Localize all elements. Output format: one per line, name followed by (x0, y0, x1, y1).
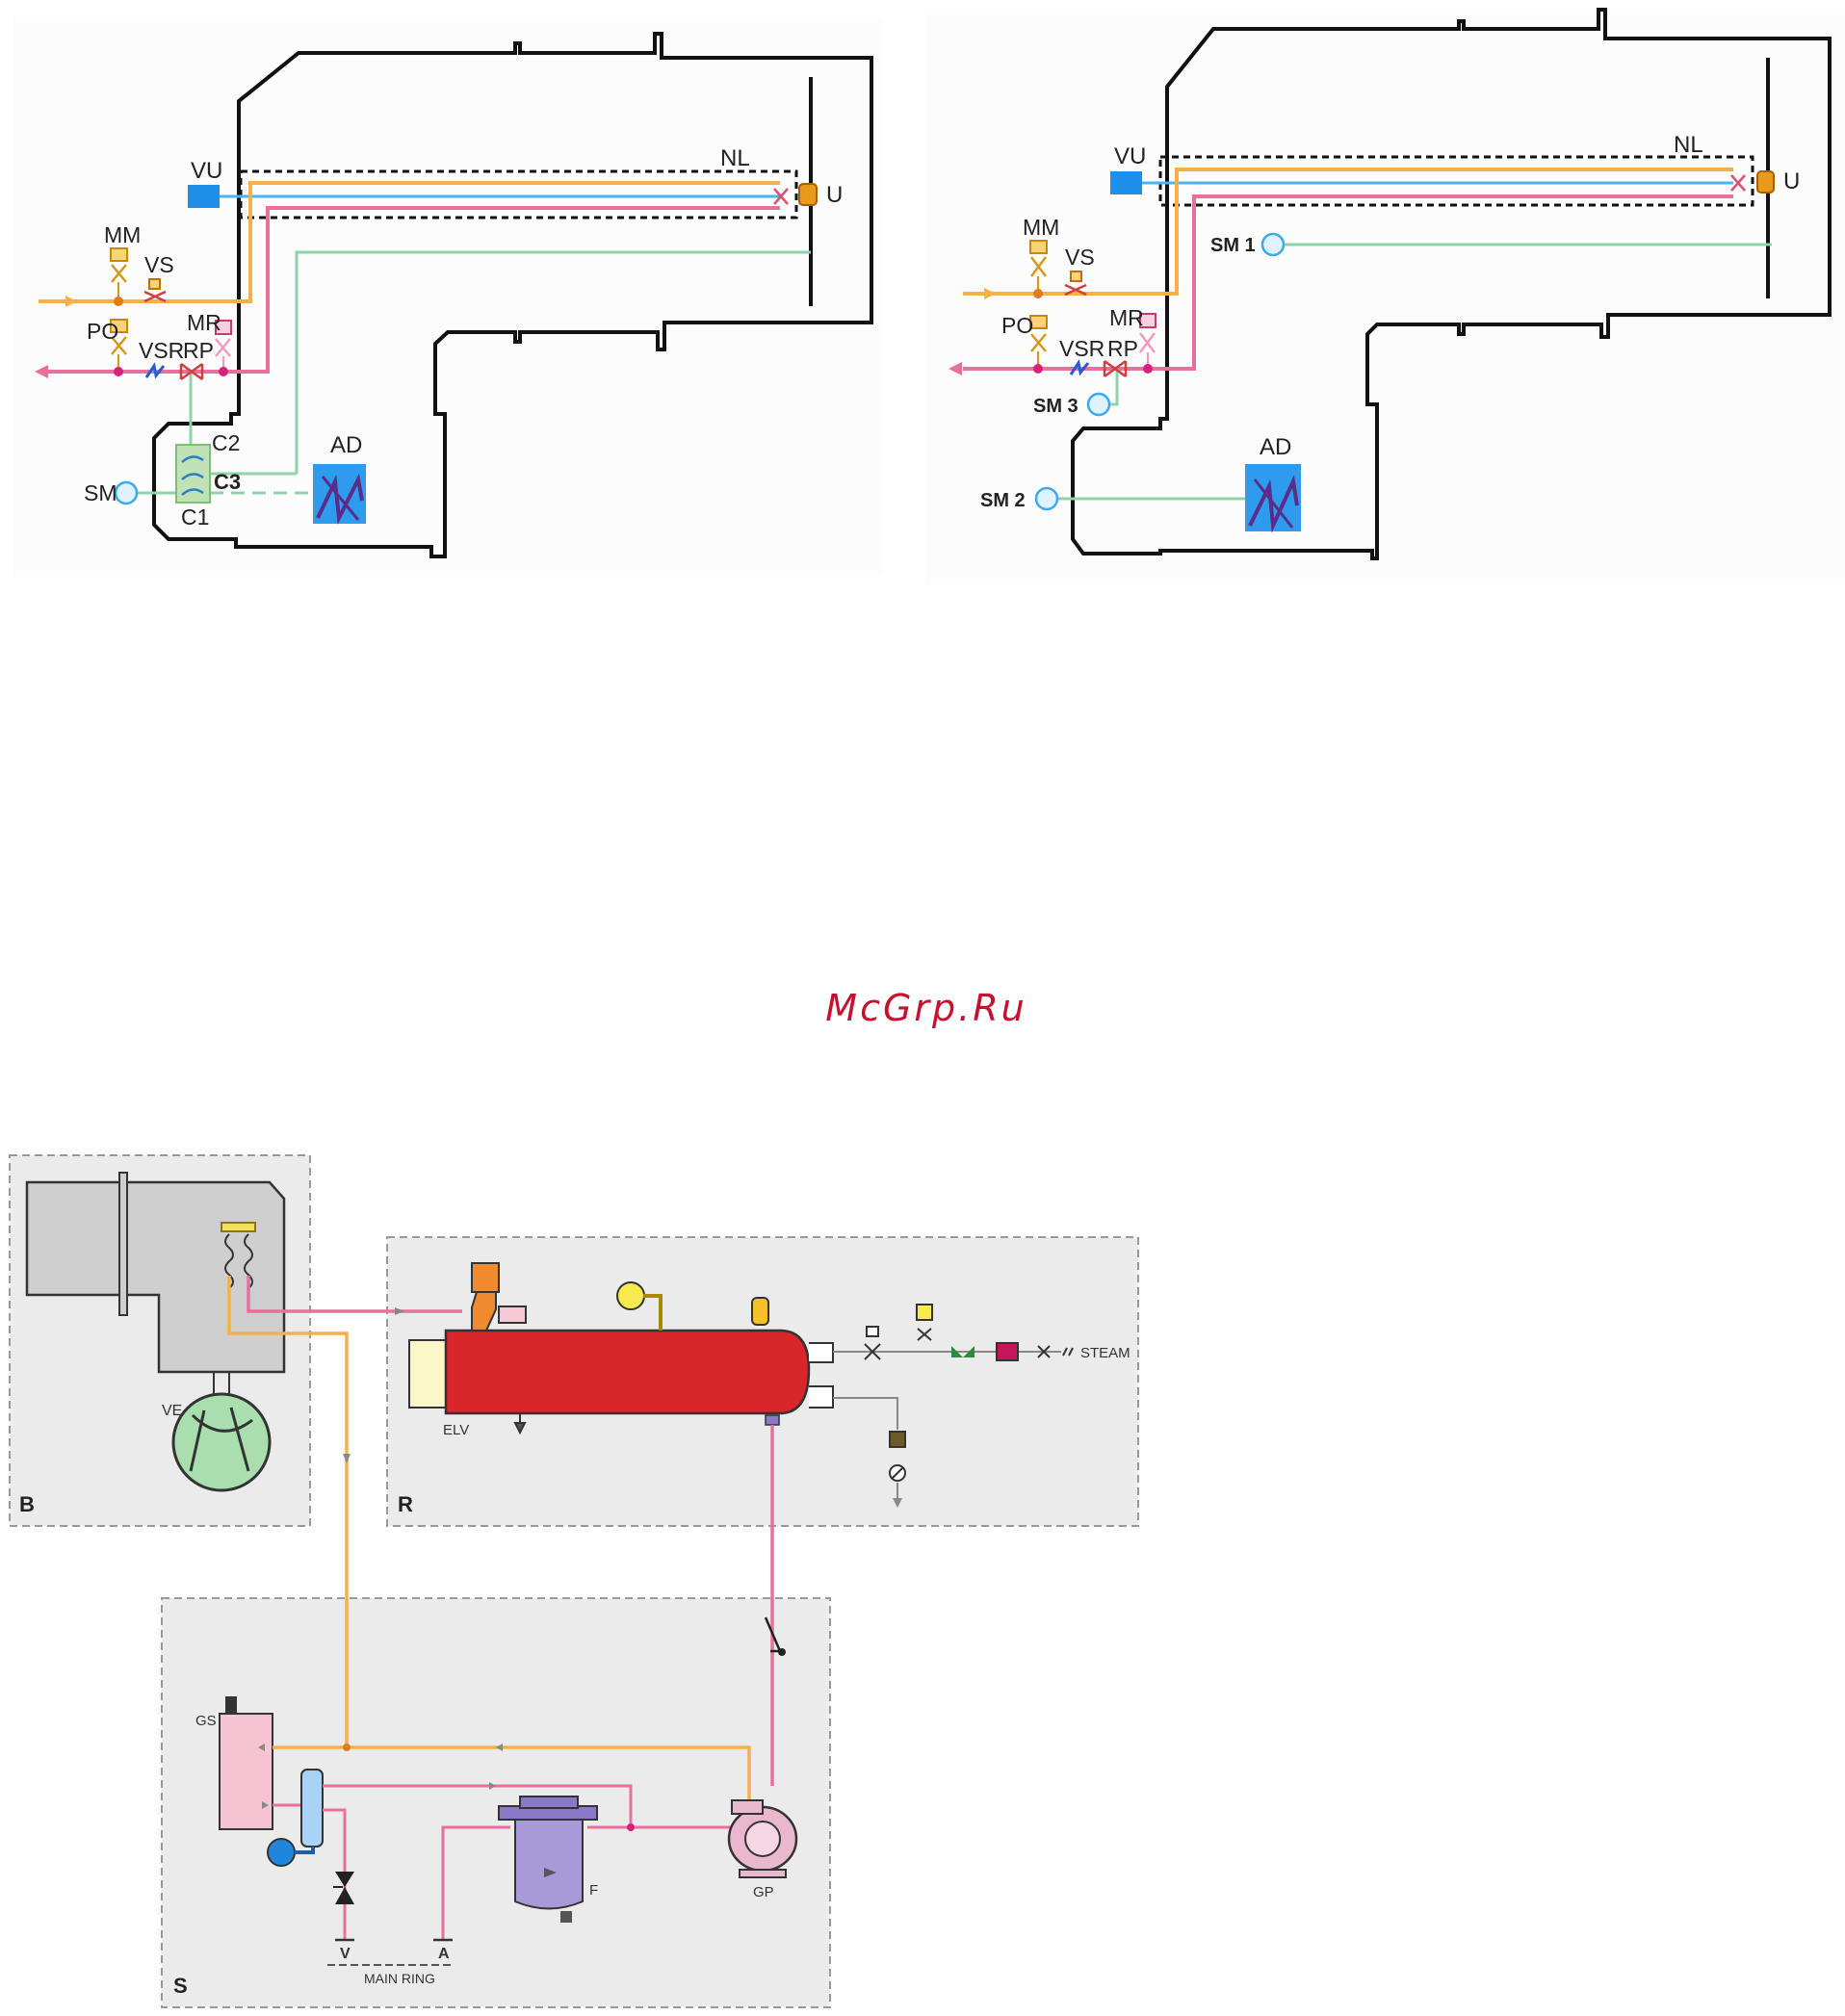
system-diagram: VE ELV STEAM GS F GP V A MAIN RING B R S (10, 1155, 1138, 2007)
label-gp: GP (753, 1884, 774, 1900)
thermostat-icon (472, 1263, 499, 1292)
label-gs: GS (195, 1713, 217, 1729)
condensate-filter-icon (890, 1432, 905, 1447)
label-sm2: SM 2 (980, 490, 1026, 511)
label-f: F (589, 1882, 598, 1899)
mm-gauge-icon-2 (1030, 241, 1047, 253)
mm-gauge-icon (111, 248, 127, 261)
f-filter-body (515, 1820, 583, 1909)
label-mm-2: MM (1023, 215, 1059, 240)
steam-trap-icon (997, 1343, 1018, 1360)
steam-regulator-icon (917, 1305, 932, 1320)
steam-inlet-flange (809, 1343, 833, 1362)
vu-block (188, 185, 220, 208)
nozzle-icon-2 (1757, 171, 1774, 193)
regulating-valve-actuator-icon (268, 1839, 295, 1866)
mm-joint (114, 297, 123, 306)
sm2-servomotor-icon (1036, 488, 1057, 509)
label-mm: MM (104, 222, 141, 247)
label-c2: C2 (212, 430, 240, 455)
nozzle-icon (799, 184, 817, 205)
label-u-2: U (1783, 168, 1800, 194)
label-vu-2: VU (1114, 143, 1146, 169)
gs-vent-icon (225, 1696, 237, 1714)
label-po: PO (87, 319, 118, 344)
label-rp-2: RP (1107, 336, 1138, 361)
label-mr-2: MR (1109, 305, 1144, 330)
label-c1: C1 (181, 504, 209, 530)
preheater-tank (446, 1331, 809, 1413)
label-po-2: PO (1001, 313, 1033, 338)
label-u: U (826, 182, 843, 208)
label-nl-2: NL (1674, 132, 1703, 158)
label-sm3: SM 3 (1033, 396, 1078, 417)
burner-nozzle-holder (221, 1223, 255, 1231)
label-vs: VS (144, 252, 174, 277)
sm1-servomotor-icon (1262, 234, 1284, 255)
gs-gas-separator (220, 1714, 273, 1829)
diagram-1: VU NL U MM VS PO VSR RP MR SM C1 C2 C3 A… (13, 17, 882, 576)
tank-switch-icon (499, 1306, 526, 1323)
mr-joint (219, 367, 228, 376)
label-elv: ELV (443, 1422, 469, 1438)
label-ad-2: AD (1260, 434, 1291, 460)
po-joint (114, 367, 123, 376)
label-nl: NL (720, 145, 750, 171)
burner-flange (119, 1173, 127, 1315)
label-steam: STEAM (1080, 1345, 1130, 1361)
label-vs-2: VS (1065, 245, 1095, 270)
label-vsr-2: VSR (1059, 336, 1104, 361)
tank-pressure-gauge-icon (617, 1282, 644, 1309)
regulating-valve-block (301, 1770, 323, 1847)
label-sm1: SM 1 (1210, 235, 1256, 256)
label-section-s: S (173, 1974, 188, 1998)
tank-sensor-icon (752, 1298, 768, 1325)
label-ve: VE (162, 1403, 182, 1419)
watermark-text: McGrp.Ru (825, 987, 1026, 1029)
elv-heater-element (409, 1340, 448, 1408)
steam-outlet-flange (809, 1386, 833, 1408)
label-vu: VU (191, 158, 222, 184)
vs-actuator-icon (149, 279, 160, 289)
label-ad: AD (330, 432, 362, 458)
label-c3: C3 (214, 470, 241, 494)
label-a: A (438, 1946, 450, 1962)
label-mr: MR (187, 310, 221, 335)
vu-block-2 (1110, 171, 1142, 194)
label-v: V (340, 1946, 351, 1962)
sm3-servomotor-icon (1088, 394, 1109, 415)
label-rp: RP (183, 338, 214, 363)
label-section-b: B (19, 1492, 35, 1516)
tank-outlet-icon (766, 1415, 779, 1425)
vs-actuator-icon-2 (1071, 271, 1081, 281)
label-vsr: VSR (139, 338, 184, 363)
label-main-ring: MAIN RING (364, 1971, 435, 1986)
label-sm: SM (84, 480, 117, 505)
ve-fan-icon (173, 1394, 270, 1490)
label-section-r: R (398, 1492, 413, 1516)
sm-servomotor-icon (116, 482, 137, 504)
diagram-2: VU NL U MM VS PO VSR RP MR SM 1 SM 2 SM … (926, 10, 1845, 583)
